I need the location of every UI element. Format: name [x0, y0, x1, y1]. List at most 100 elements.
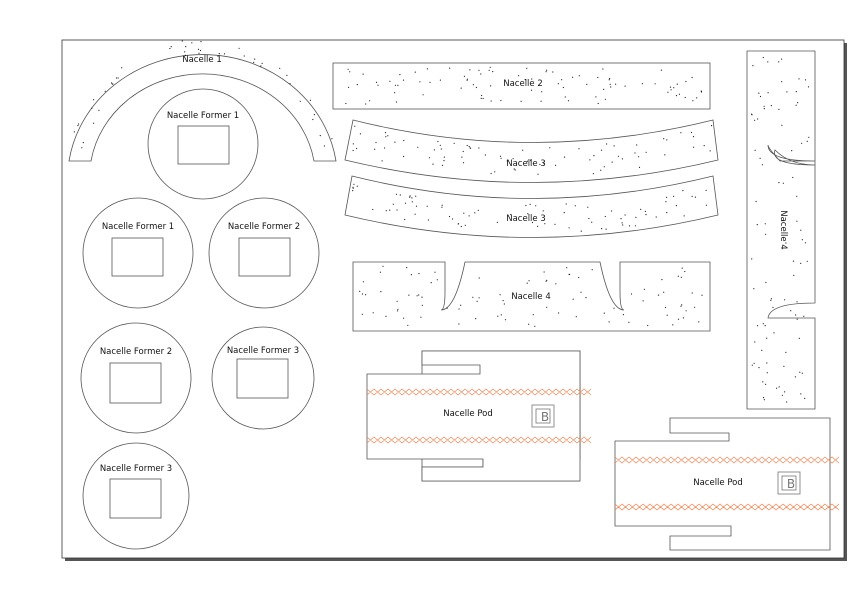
texture-dot	[526, 282, 528, 284]
texture-dot	[359, 133, 361, 135]
texture-dot	[778, 61, 780, 63]
texture-dot	[595, 96, 597, 98]
pod-1-logo-text: B	[541, 410, 549, 424]
texture-dot	[529, 203, 531, 205]
texture-dot	[490, 172, 492, 175]
texture-dot	[664, 154, 666, 156]
texture-dot	[765, 383, 767, 385]
texture-dot	[345, 102, 347, 105]
texture-dot	[397, 310, 399, 312]
texture-dot	[761, 164, 764, 166]
texture-dot	[673, 195, 675, 197]
nacelle-3b-part: Nacelle 3	[344, 175, 719, 238]
texture-dot	[395, 101, 398, 103]
texture-dot	[451, 218, 454, 220]
texture-dot	[783, 365, 785, 367]
texture-dot	[497, 315, 499, 317]
texture-dot	[785, 351, 787, 353]
fold-line	[366, 388, 592, 396]
texture-dot	[78, 123, 80, 125]
texture-dot	[181, 40, 183, 42]
texture-dot	[478, 69, 480, 71]
texture-dot	[801, 239, 803, 241]
texture-dot	[753, 288, 755, 290]
texture-dot	[641, 83, 644, 85]
texture-dot	[682, 190, 684, 192]
texture-dot	[403, 155, 405, 158]
texture-dot	[352, 190, 354, 192]
texture-dot	[655, 216, 657, 218]
texture-dot	[543, 271, 545, 273]
texture-dot	[776, 387, 778, 389]
texture-dot	[609, 83, 611, 85]
texture-dot	[798, 78, 800, 80]
texture-dot	[379, 271, 381, 273]
texture-dot	[585, 297, 587, 299]
texture-dot	[589, 159, 591, 161]
texture-dot	[309, 99, 311, 101]
texture-dot	[762, 323, 764, 325]
texture-dot	[546, 306, 548, 308]
texture-dot	[411, 197, 413, 199]
texture-dot	[586, 83, 588, 85]
texture-dot	[640, 208, 642, 210]
texture-dot	[792, 176, 794, 179]
texture-dot	[611, 161, 613, 163]
texture-dot	[381, 160, 383, 162]
texture-dot	[642, 300, 644, 302]
texture-dot	[705, 189, 707, 191]
texture-dot	[91, 107, 93, 109]
texture-dot	[481, 94, 483, 97]
texture-dot	[361, 313, 363, 315]
texture-dot	[781, 394, 784, 396]
pod-1-label: Nacelle Pod	[443, 409, 493, 419]
texture-dot	[683, 215, 685, 217]
texture-dot	[354, 125, 356, 127]
texture-dot	[380, 291, 382, 293]
texture-dot	[615, 83, 617, 85]
texture-dot	[796, 318, 798, 320]
texture-dot	[709, 150, 711, 152]
texture-dot	[752, 65, 754, 67]
texture-dot	[331, 138, 333, 140]
texture-dot	[665, 201, 667, 203]
texture-dot	[375, 81, 378, 83]
texture-dot	[765, 233, 767, 235]
texture-dot	[575, 316, 577, 318]
texture-dot	[667, 91, 669, 93]
texture-dot	[98, 109, 100, 111]
texture-dot	[751, 364, 753, 366]
texture-dot	[482, 97, 484, 100]
texture-dot	[385, 210, 387, 212]
texture-dot	[428, 157, 431, 159]
texture-dot	[602, 68, 604, 70]
texture-dot	[800, 262, 802, 264]
texture-dot	[279, 67, 281, 69]
texture-dot	[562, 86, 565, 89]
texture-dot	[606, 143, 608, 145]
texture-dot	[800, 393, 802, 395]
texture-dot	[643, 288, 646, 290]
texture-dot	[432, 163, 434, 165]
texture-dot	[500, 99, 502, 102]
texture-dot	[781, 58, 783, 60]
texture-dot	[608, 321, 610, 323]
nacelle-3b-dots	[352, 183, 708, 232]
texture-dot	[801, 372, 803, 374]
texture-dot	[685, 310, 687, 312]
texture-dot	[399, 74, 401, 76]
texture-dot	[751, 113, 753, 115]
texture-dot	[528, 280, 530, 282]
texture-dot	[427, 219, 429, 221]
texture-dot	[635, 216, 637, 218]
texture-dot	[758, 92, 760, 94]
texture-dot	[694, 196, 697, 198]
texture-dot	[628, 225, 631, 227]
texture-dot	[396, 300, 398, 302]
pod-2-label: Nacelle Pod	[693, 478, 743, 488]
texture-dot	[434, 271, 436, 273]
texture-dot	[681, 267, 683, 269]
texture-dot	[468, 215, 470, 217]
texture-dot	[677, 318, 680, 320]
